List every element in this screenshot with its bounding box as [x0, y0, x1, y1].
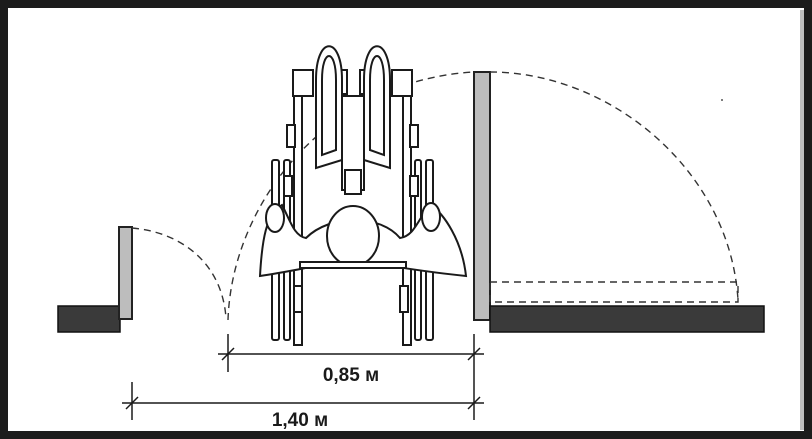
- dimension-inner-width: [218, 334, 484, 420]
- right-door-leaf: [473, 71, 491, 321]
- right-leg-inner: [369, 55, 385, 157]
- left-footrest: [292, 69, 314, 97]
- lap: [341, 95, 365, 191]
- left-leg-inner: [321, 55, 337, 157]
- dimension-label-inner: 0,85 м: [323, 365, 379, 386]
- right-side-block: [409, 175, 419, 197]
- left-hand: [265, 203, 285, 233]
- speck: [721, 99, 723, 101]
- right-hub-top: [409, 124, 419, 148]
- backrest: [299, 261, 407, 269]
- right-hand: [421, 202, 441, 232]
- wheelchair-user-figure: [258, 45, 468, 346]
- left-hub-top: [286, 124, 296, 148]
- right-hub-bottom: [399, 285, 409, 313]
- left-side-block: [283, 175, 293, 197]
- right-door-swing-arc: [489, 71, 739, 301]
- right-door-open-position: [489, 281, 739, 303]
- diagram-frame-right-edge: [800, 10, 804, 430]
- lap-center: [344, 169, 362, 195]
- right-wall: [489, 305, 765, 333]
- right-footrest: [391, 69, 413, 97]
- left-small-door-leaf: [118, 226, 133, 320]
- head: [326, 205, 380, 267]
- left-door-swing-arc: [131, 227, 227, 319]
- left-wall: [57, 305, 121, 333]
- left-hub-bottom: [293, 285, 303, 313]
- dimension-total-width: [122, 382, 484, 420]
- dimension-label-total: 1,40 м: [272, 410, 328, 431]
